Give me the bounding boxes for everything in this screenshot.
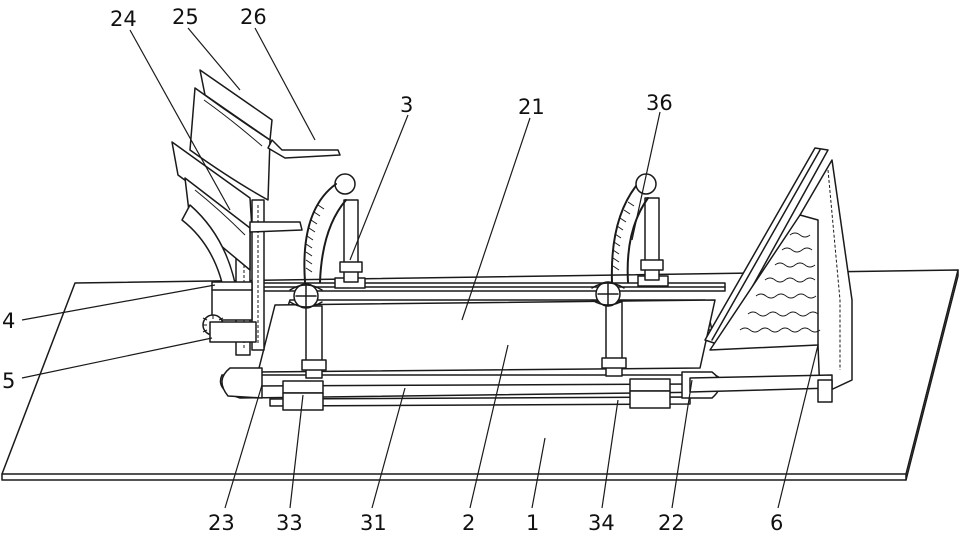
label-21: 21 bbox=[518, 95, 545, 119]
label-24: 24 bbox=[110, 7, 137, 31]
label-26: 26 bbox=[240, 5, 267, 29]
label-33: 33 bbox=[276, 511, 303, 535]
label-5: 5 bbox=[2, 369, 15, 393]
label-1: 1 bbox=[526, 511, 539, 535]
label-23: 23 bbox=[208, 511, 235, 535]
label-34: 34 bbox=[588, 511, 615, 535]
label-2: 2 bbox=[462, 511, 475, 535]
post-right-back bbox=[612, 174, 663, 282]
label-25: 25 bbox=[172, 5, 199, 29]
label-6: 6 bbox=[770, 511, 783, 535]
label-22: 22 bbox=[658, 511, 685, 535]
label-4: 4 bbox=[2, 309, 15, 333]
label-36: 36 bbox=[646, 91, 673, 115]
label-31: 31 bbox=[360, 511, 387, 535]
post-left-back bbox=[304, 174, 362, 282]
label-3: 3 bbox=[400, 93, 413, 117]
